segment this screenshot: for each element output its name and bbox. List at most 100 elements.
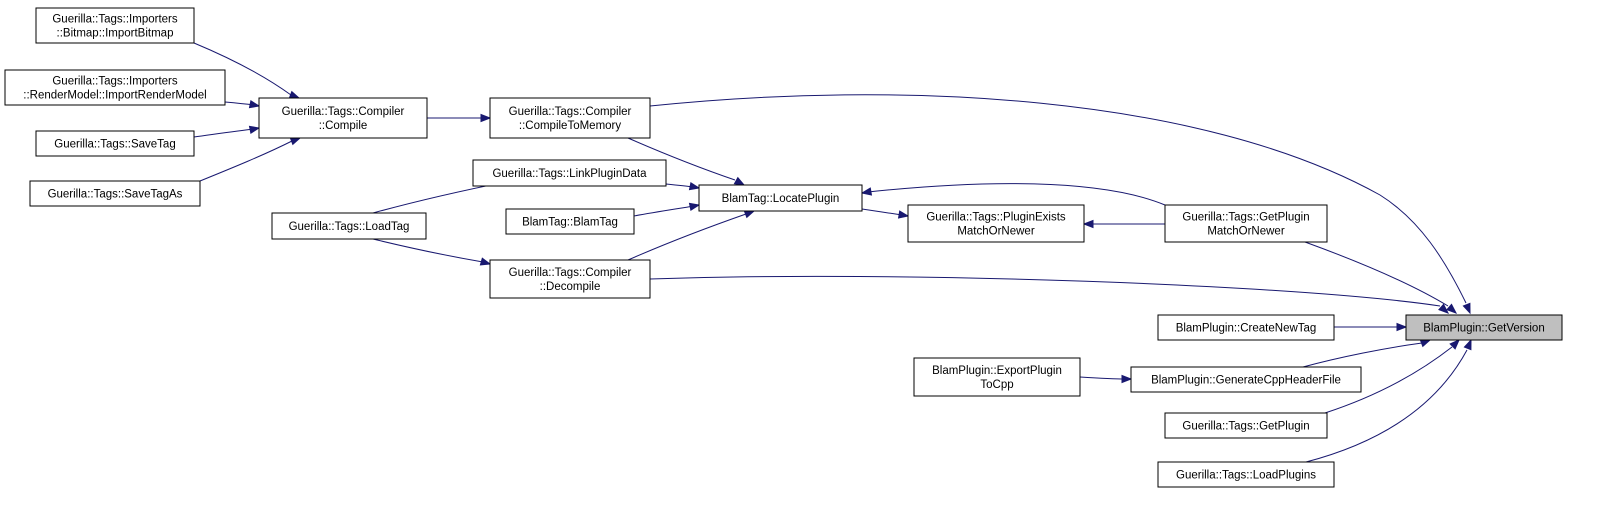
node-label: ::Decompile (540, 281, 601, 293)
node-box (29, 180, 201, 207)
edge-line (649, 275, 1441, 307)
edge-line (1324, 346, 1453, 414)
node-getplugin[interactable]: Guerilla::Tags::GetPlugin (1164, 412, 1328, 439)
node-box (1164, 412, 1328, 439)
arrowhead-icon (1462, 302, 1471, 315)
edge-line (867, 183, 1166, 206)
arrowhead-icon (1449, 339, 1460, 350)
arrowhead-icon (897, 210, 910, 219)
node-label: ::RenderModel::ImportRenderModel (23, 90, 206, 102)
edge-exportplugin-to-generatecpp (1079, 374, 1133, 384)
edge-getpluginmatch-to-pluginexists (1082, 219, 1165, 229)
node-label: MatchOrNewer (1207, 226, 1284, 238)
node-box (4, 69, 226, 106)
node-label: Guerilla::Tags::Compiler (509, 267, 632, 279)
node-importrender[interactable]: Guerilla::Tags::Importers::RenderModel::… (4, 69, 226, 106)
node-label: ::Bitmap::ImportBitmap (57, 28, 174, 40)
node-linkplugin[interactable]: Guerilla::Tags::LinkPluginData (472, 159, 667, 187)
node-box (35, 7, 195, 44)
edge-decompile-to-getversion (649, 275, 1450, 314)
edge-blamtagctor-to-locateplugin (633, 202, 701, 217)
edge-line (193, 42, 292, 96)
node-label: Guerilla::Tags::GetPlugin (1182, 212, 1309, 224)
edge-getpluginmatch-to-locateplugin (860, 183, 1166, 206)
node-box (258, 97, 428, 139)
arrowhead-icon (1396, 322, 1408, 332)
node-box (35, 130, 195, 157)
arrowhead-icon (1419, 339, 1432, 348)
arrowhead-icon (860, 187, 873, 196)
arrowhead-icon (733, 176, 746, 186)
edge-compile-to-compiletomem (427, 113, 492, 123)
edge-line (1304, 241, 1449, 307)
edge-compiletomem-to-locateplugin (627, 137, 746, 186)
edge-line (1079, 376, 1126, 380)
edge-importrender-to-compile (224, 99, 261, 109)
arrowhead-icon (289, 137, 302, 146)
arrowhead-icon (688, 202, 701, 212)
node-decompile[interactable]: Guerilla::Tags::Compiler::Decompile (489, 259, 651, 299)
node-getversion[interactable]: BlamPlugin::GetVersion (1405, 314, 1563, 341)
node-loadplugins[interactable]: Guerilla::Tags::LoadPlugins (1157, 461, 1335, 488)
node-box (472, 159, 667, 187)
node-label: BlamPlugin::GenerateCppHeaderFile (1151, 375, 1341, 387)
node-box (1130, 366, 1362, 393)
edge-line (1302, 342, 1423, 368)
node-label: ::CompileToMemory (519, 120, 621, 132)
node-blamtagctor[interactable]: BlamTag::BlamTag (505, 208, 635, 235)
node-label: BlamTag::BlamTag (522, 217, 618, 229)
node-label: BlamPlugin::CreateNewTag (1176, 323, 1317, 335)
node-savetagas[interactable]: Guerilla::Tags::SaveTagAs (29, 180, 201, 207)
edge-compiletomem-to-getversion (649, 94, 1471, 315)
node-box (271, 212, 427, 240)
node-label: MatchOrNewer (957, 226, 1034, 238)
arrowhead-icon (288, 90, 301, 99)
edge-loadtag-to-decompile (372, 238, 492, 266)
node-box (1405, 314, 1563, 341)
edge-generatecpp-to-getversion (1302, 339, 1432, 368)
edge-line (193, 128, 255, 138)
node-locateplugin[interactable]: BlamTag::LocatePlugin (698, 184, 863, 212)
node-box (489, 97, 651, 139)
node-importbitmap[interactable]: Guerilla::Tags::Importers::Bitmap::Impor… (35, 7, 195, 44)
node-box (489, 259, 651, 299)
edge-line (627, 213, 747, 261)
edge-line (649, 94, 1467, 304)
node-savetag[interactable]: Guerilla::Tags::SaveTag (35, 130, 195, 157)
arrowhead-icon (743, 210, 756, 219)
node-label: Guerilla::Tags::Compiler (509, 106, 632, 118)
edge-decompile-to-locateplugin (627, 210, 756, 261)
edge-linkplugin-to-locateplugin (665, 181, 701, 191)
node-label: ::Compile (319, 120, 368, 132)
node-label: Guerilla::Tags::LinkPluginData (492, 168, 647, 180)
node-compile[interactable]: Guerilla::Tags::Compiler::Compile (258, 97, 428, 139)
arrowhead-icon (1121, 374, 1133, 384)
node-compiletomem[interactable]: Guerilla::Tags::Compiler::CompileToMemor… (489, 97, 651, 139)
node-label: Guerilla::Tags::LoadPlugins (1176, 470, 1316, 482)
edge-line (372, 238, 484, 263)
node-loadtag[interactable]: Guerilla::Tags::LoadTag (271, 212, 427, 240)
node-generatecpp[interactable]: BlamPlugin::GenerateCppHeaderFile (1130, 366, 1362, 393)
node-createnewtag[interactable]: BlamPlugin::CreateNewTag (1157, 314, 1335, 341)
edge-getpluginmatch-to-getversion (1304, 241, 1458, 314)
node-box (907, 204, 1085, 243)
node-label: Guerilla::Tags::SaveTag (54, 139, 175, 151)
node-box (1157, 314, 1335, 341)
node-label: Guerilla::Tags::Compiler (282, 106, 405, 118)
arrowhead-icon (479, 257, 492, 266)
edge-savetag-to-compile (193, 125, 261, 138)
node-label: Guerilla::Tags::LoadTag (289, 221, 410, 233)
edge-locateplugin-to-pluginexists (861, 208, 910, 219)
node-label: Guerilla::Tags::SaveTagAs (48, 189, 183, 201)
node-label: Guerilla::Tags::PluginExists (926, 212, 1066, 224)
edge-loadplugins-to-getversion (1305, 338, 1472, 463)
edge-line (1305, 349, 1468, 463)
edge-savetagas-to-compile (199, 137, 302, 182)
node-label: Guerilla::Tags::Importers (52, 76, 178, 88)
arrowhead-icon (1446, 303, 1458, 314)
edge-getplugin-to-getversion (1324, 339, 1460, 414)
